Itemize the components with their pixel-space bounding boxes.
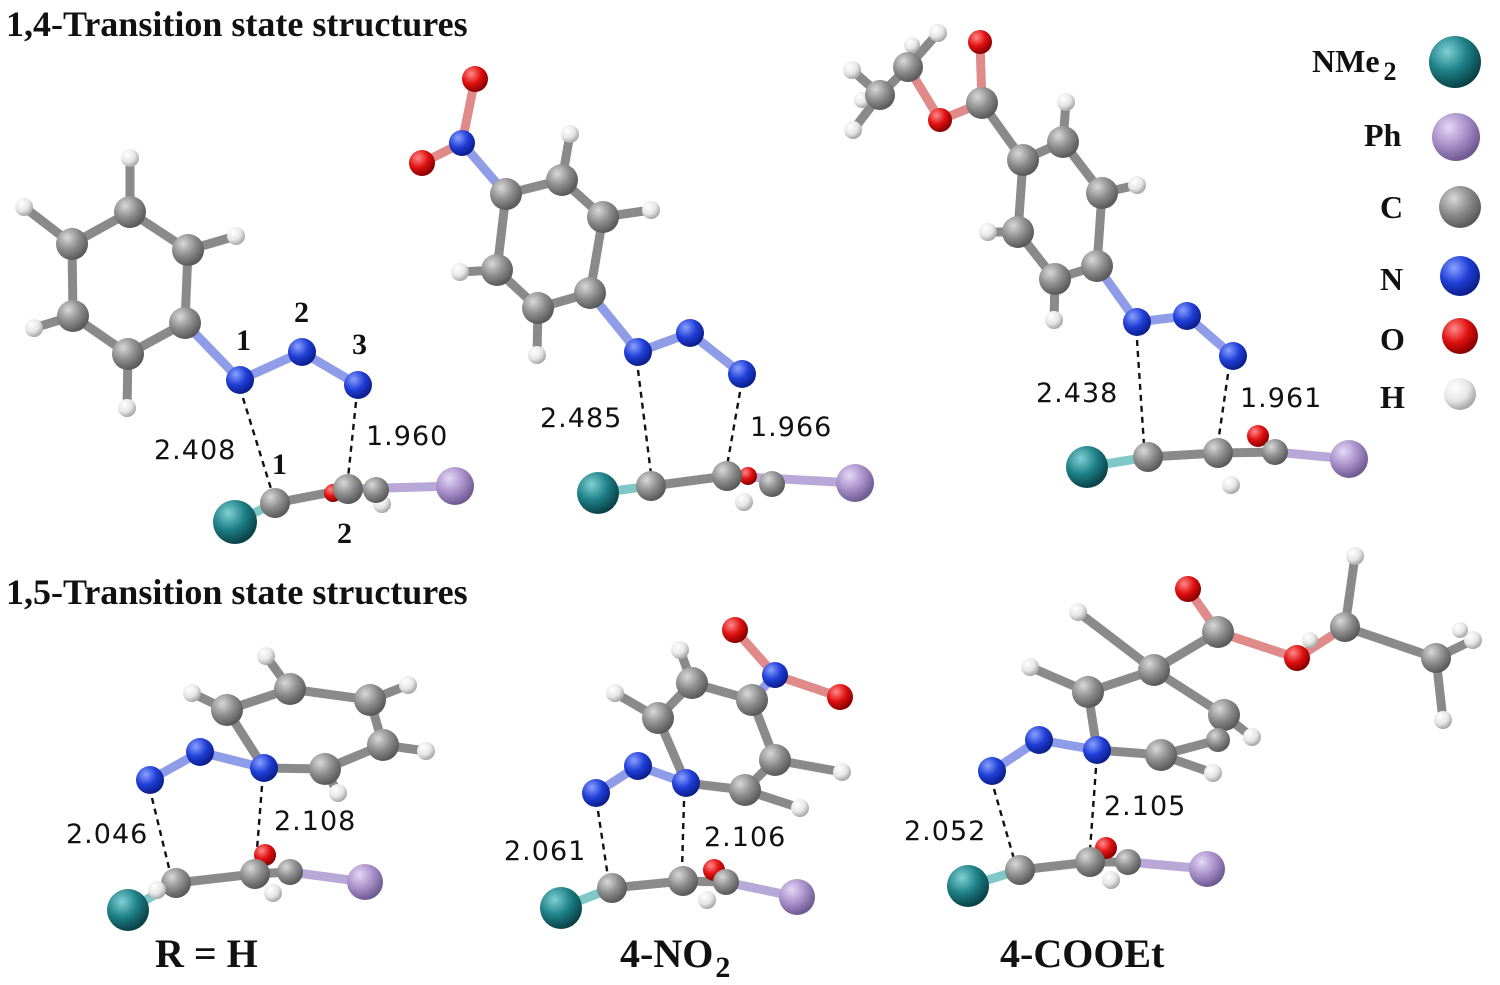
- molecule-ts15-no2: [540, 617, 853, 929]
- distance-ts14-cooet-b: 1.961: [1240, 383, 1322, 414]
- caption-4-cooet: 4-COOEt: [1000, 931, 1165, 976]
- legend-swatch-c: [1439, 186, 1481, 228]
- distance-ts15-h-a: 2.046: [66, 819, 148, 850]
- molecule-ts15-h: [107, 647, 435, 931]
- distance-ts15-no2-b: 2.106: [704, 822, 786, 853]
- distance-ts15-cooet-a: 2.052: [904, 816, 986, 847]
- legend-swatch-h: [1444, 378, 1476, 410]
- distance-ts14-cooet-a: 2.438: [1036, 378, 1118, 409]
- distance-ts14-no2-b: 1.966: [750, 412, 832, 443]
- legend-label-h: H: [1380, 379, 1405, 415]
- legend-swatch-ph: [1432, 113, 1480, 161]
- caption-r-h: R = H: [155, 931, 258, 976]
- legend-label-o: O: [1380, 321, 1405, 357]
- distance-ts15-h-b: 2.108: [274, 806, 356, 837]
- caption-4-no2: 4-NO2: [620, 931, 730, 984]
- atom-number-c1: 1: [272, 448, 287, 481]
- legend-label-c: C: [1380, 189, 1403, 225]
- atom-number-c2: 2: [337, 517, 352, 550]
- atom-number-n3: 3: [352, 328, 367, 361]
- distance-ts15-cooet-b: 2.105: [1104, 791, 1186, 822]
- legend-swatch-nme2: [1429, 36, 1481, 88]
- molecule-ts14-h: [15, 149, 474, 544]
- distance-ts14-h-b: 1.960: [366, 421, 448, 452]
- distance-ts14-h-a: 2.408: [154, 435, 236, 466]
- distance-ts15-no2-a: 2.061: [504, 836, 586, 867]
- legend-label-ph: Ph: [1364, 117, 1402, 153]
- distance-ts14-no2-a: 2.485: [540, 403, 622, 434]
- atom-number-n1: 1: [236, 324, 251, 357]
- title-1-5-ts: 1,5-Transition state structures: [6, 572, 468, 612]
- legend-swatch-n: [1440, 256, 1480, 296]
- molecule-ts14-cooet: [843, 24, 1368, 494]
- molecule-ts15-cooet: [947, 547, 1482, 907]
- atom-number-n2: 2: [294, 296, 309, 329]
- legend-label-n: N: [1380, 261, 1403, 297]
- molecule-ts14-no2: [409, 66, 874, 514]
- title-1-4-ts: 1,4-Transition state structures: [6, 4, 468, 44]
- legend-swatch-o: [1442, 318, 1478, 354]
